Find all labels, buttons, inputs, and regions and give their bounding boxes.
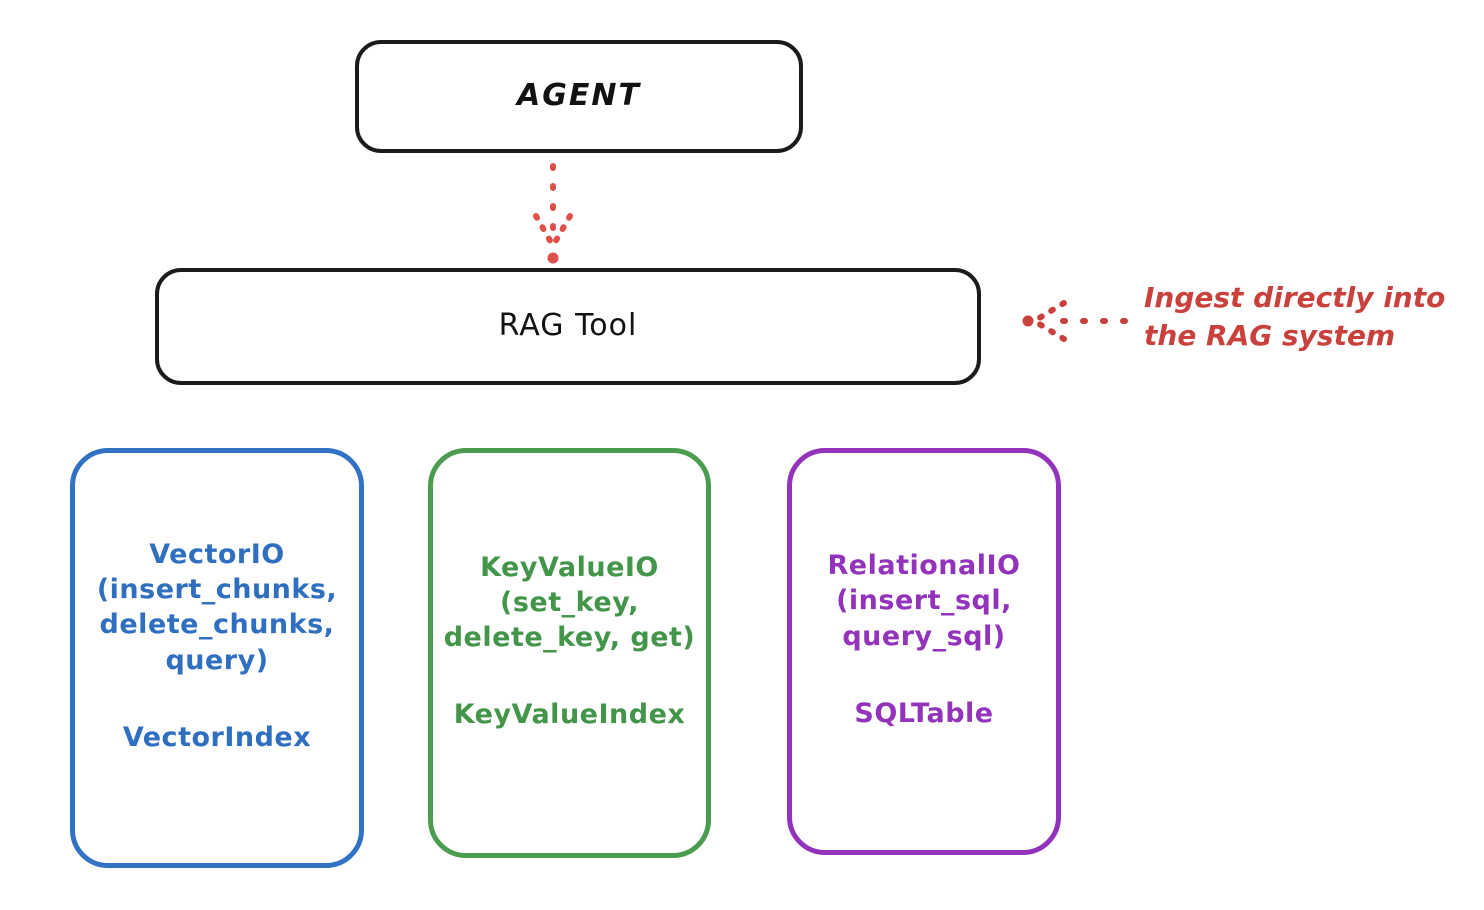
node-relational-io-api: RelationalIO (insert_sql, query_sql) xyxy=(827,550,1021,652)
node-agent-label: AGENT xyxy=(517,78,641,114)
node-vector-io-api: VectorIO (insert_chunks, delete_chunks, … xyxy=(96,539,338,676)
node-key-value-io-index: KeyValueIndex xyxy=(453,699,686,731)
edge-ingest-into-rag-tool xyxy=(1022,300,1128,342)
node-vector-io[interactable]: VectorIO (insert_chunks, delete_chunks, … xyxy=(70,448,364,868)
node-relational-io-content: RelationalIO (insert_sql, query_sql) SQL… xyxy=(792,548,1056,730)
node-rag-tool[interactable]: RAG Tool xyxy=(155,268,981,385)
node-relational-io-index: SQLTable xyxy=(854,697,994,729)
edge-agent-to-rag-tool xyxy=(533,163,573,264)
node-agent[interactable]: AGENT xyxy=(355,40,803,153)
node-vector-io-content: VectorIO (insert_chunks, delete_chunks, … xyxy=(75,537,359,754)
node-key-value-io[interactable]: KeyValueIO (set_key, delete_key, get) Ke… xyxy=(428,448,711,858)
annotation-ingest-directly: Ingest directly into the RAG system xyxy=(1144,281,1446,352)
node-key-value-io-content: KeyValueIO (set_key, delete_key, get) Ke… xyxy=(433,550,706,732)
node-key-value-io-api: KeyValueIO (set_key, delete_key, get) xyxy=(443,551,696,653)
node-relational-io[interactable]: RelationalIO (insert_sql, query_sql) SQL… xyxy=(787,448,1061,855)
node-rag-tool-label: RAG Tool xyxy=(498,308,638,344)
node-vector-io-index: VectorIndex xyxy=(122,721,312,753)
